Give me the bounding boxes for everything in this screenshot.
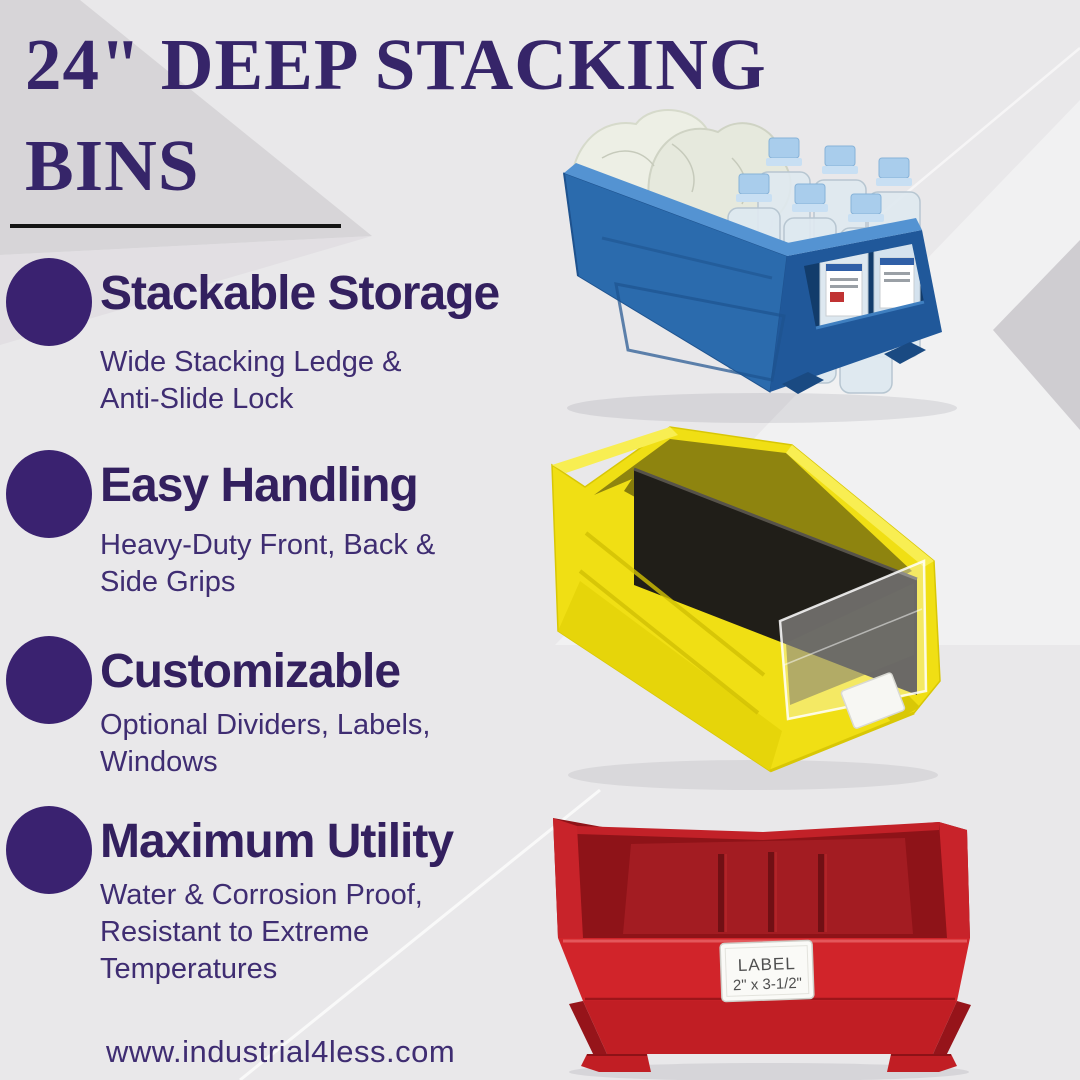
background-facet-topleft: [0, 0, 372, 255]
red-bin-ribs: [718, 852, 827, 932]
background-diagonal-line-bottom: [239, 788, 601, 1080]
background-diagonal-line-top: [879, 47, 1080, 216]
feature-heading: Customizable: [100, 645, 401, 698]
feature-heading: Stackable Storage: [100, 267, 500, 320]
title-underline: [10, 224, 341, 228]
feature-customizable: Customizable Optional Dividers, Labels, …: [0, 636, 545, 826]
background-facet-gray-triangle: [993, 240, 1080, 430]
bullet-circle-icon: [6, 450, 92, 538]
feature-description: Optional Dividers, Labels, Windows: [100, 709, 431, 778]
feature-heading: Maximum Utility: [100, 815, 454, 868]
red-bin-shadow: [569, 1063, 969, 1080]
red-bin-body: LABEL 2" x 3-1/2": [553, 818, 971, 1072]
page-title: 24" DEEP STACKING BINS: [25, 24, 767, 206]
yellow-bin-image: [551, 426, 941, 790]
red-bin-image: LABEL 2" x 3-1/2": [553, 818, 971, 1080]
bullet-circle-icon: [6, 636, 92, 724]
bullet-circle-icon: [6, 258, 92, 346]
feature-description: Heavy-Duty Front, Back & Side Grips: [100, 529, 436, 598]
red-bin-label: LABEL 2" x 3-1/2": [719, 939, 815, 1003]
bullet-circle-icon: [6, 806, 92, 894]
feature-stackable-storage: Stackable Storage Wide Stacking Ledge & …: [0, 258, 545, 448]
red-bin-label-line2: 2" x 3-1/2": [733, 975, 803, 994]
background-facet-left: [0, 236, 372, 345]
feature-maximum-utility: Maximum Utility Water & Corrosion Proof,…: [0, 806, 545, 996]
feature-description: Water & Corrosion Proof, Resistant to Ex…: [100, 879, 423, 985]
blue-bin-body: [563, 163, 942, 394]
website-url: www.industrial4less.com: [106, 1034, 456, 1069]
feature-easy-handling: Easy Handling Heavy-Duty Front, Back & S…: [0, 450, 545, 640]
feature-heading: Easy Handling: [100, 459, 419, 512]
feature-description: Wide Stacking Ledge & Anti-Slide Lock: [100, 346, 402, 415]
yellow-bin-label: [840, 672, 906, 729]
red-bin-label-line1: LABEL: [737, 954, 796, 975]
yellow-bin-body: [551, 426, 941, 773]
blue-bin-shadow: [567, 393, 957, 423]
blue-bin-image: [563, 109, 957, 423]
yellow-bin-shadow: [568, 760, 938, 790]
